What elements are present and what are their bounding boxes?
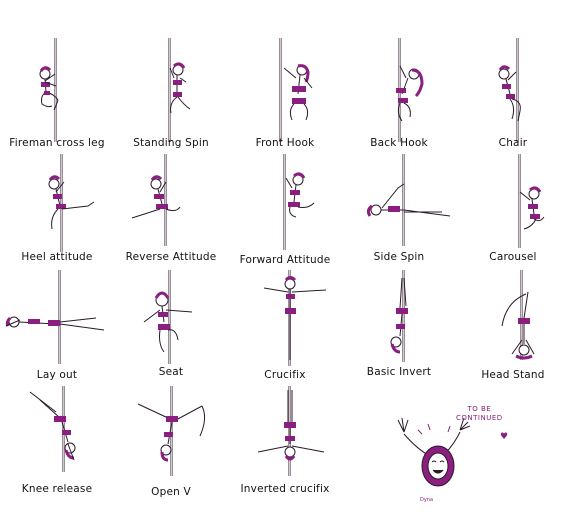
pose-basic-invert: Basic Invert bbox=[342, 270, 456, 392]
pose-label: Inverted crucifix bbox=[240, 483, 330, 495]
pose-inverted-crucifix: Inverted crucifix bbox=[228, 386, 342, 508]
open-v-figure bbox=[137, 403, 206, 462]
waving-girl-illustration bbox=[397, 417, 471, 487]
note-line-2: CONTINUED bbox=[456, 414, 503, 422]
pose-label: Open V bbox=[151, 486, 191, 498]
pole bbox=[402, 154, 405, 246]
crucifix-figure bbox=[263, 276, 327, 360]
seat-figure bbox=[143, 291, 193, 353]
pose-fireman-cross-leg: Fireman cross leg bbox=[0, 38, 114, 160]
forward-attitude-figure bbox=[285, 172, 315, 218]
carousel-figure bbox=[519, 186, 545, 230]
pose-heel-attitude: Heel attitude bbox=[0, 154, 114, 276]
pose-label: Fireman cross leg bbox=[9, 137, 105, 149]
pose-seat: Seat bbox=[114, 270, 228, 392]
chair-figure bbox=[498, 65, 521, 122]
pose-label: Chair bbox=[498, 137, 528, 149]
heart-icon: ♥ bbox=[500, 432, 509, 442]
pose-lay-out: Lay out bbox=[0, 270, 114, 392]
pose-label: Lay out bbox=[36, 369, 78, 381]
pose-back-hook: Back Hook bbox=[342, 38, 456, 160]
pose-label: Seat bbox=[158, 366, 184, 378]
head-stand-figure bbox=[501, 291, 535, 360]
pole bbox=[168, 38, 171, 142]
pose-head-stand: Head Stand bbox=[456, 270, 570, 392]
pose-label: Reverse Attitude bbox=[125, 251, 217, 263]
pose-label: Knee release bbox=[21, 483, 93, 495]
pole bbox=[54, 38, 57, 142]
pose-front-hook: Front Hook bbox=[228, 38, 342, 160]
pose-label: Head Stand bbox=[481, 369, 545, 381]
pose-standing-spin: Standing Spin bbox=[114, 38, 228, 160]
pose-forward-attitude: Forward Attitude bbox=[228, 154, 342, 276]
pose-label: Standing Spin bbox=[133, 137, 209, 149]
fireman-cross-leg-figure bbox=[39, 66, 59, 111]
pole bbox=[516, 38, 519, 142]
standing-spin-figure bbox=[169, 62, 191, 114]
artist-signature: Dyna bbox=[420, 497, 434, 503]
pose-label: Back Hook bbox=[370, 137, 428, 149]
pole bbox=[518, 154, 521, 248]
pole bbox=[164, 154, 167, 246]
reverse-attitude-figure bbox=[131, 175, 181, 219]
heel-attitude-figure bbox=[48, 175, 95, 230]
pose-knee-release: Knee release bbox=[0, 386, 114, 508]
pose-label: Heel attitude bbox=[21, 251, 93, 263]
pole bbox=[402, 270, 405, 362]
pole bbox=[58, 270, 61, 364]
pole bbox=[283, 154, 286, 250]
pose-label: Side Spin bbox=[373, 251, 425, 263]
pose-carousel: Carousel bbox=[456, 154, 570, 276]
pose-chair: Chair bbox=[456, 38, 570, 160]
pose-side-spin: Side Spin bbox=[342, 154, 456, 276]
side-spin-figure bbox=[366, 183, 451, 217]
pole bbox=[520, 270, 523, 360]
pose-crucifix: Crucifix bbox=[228, 270, 342, 392]
lay-out-figure bbox=[5, 316, 105, 331]
knee-release-figure bbox=[29, 391, 76, 461]
pose-reverse-attitude: Reverse Attitude bbox=[114, 154, 228, 276]
pose-open-v: Open V bbox=[114, 386, 228, 508]
pole bbox=[168, 270, 171, 364]
inverted-crucifix-figure bbox=[257, 390, 325, 461]
basic-invert-figure bbox=[390, 277, 408, 354]
pose-label: Crucifix bbox=[264, 369, 306, 381]
note-line-1: TO BE bbox=[467, 405, 492, 413]
pose-label: Forward Attitude bbox=[239, 254, 331, 266]
pole bbox=[60, 154, 63, 252]
pose-label: Carousel bbox=[489, 251, 537, 263]
pose-label: Basic Invert bbox=[366, 366, 432, 378]
front-hook-figure bbox=[283, 64, 313, 121]
to-be-continued-note: TO BE CONTINUED bbox=[456, 405, 503, 423]
pose-label: Front Hook bbox=[255, 137, 315, 149]
back-hook-figure bbox=[396, 65, 424, 122]
pole bbox=[279, 38, 282, 142]
